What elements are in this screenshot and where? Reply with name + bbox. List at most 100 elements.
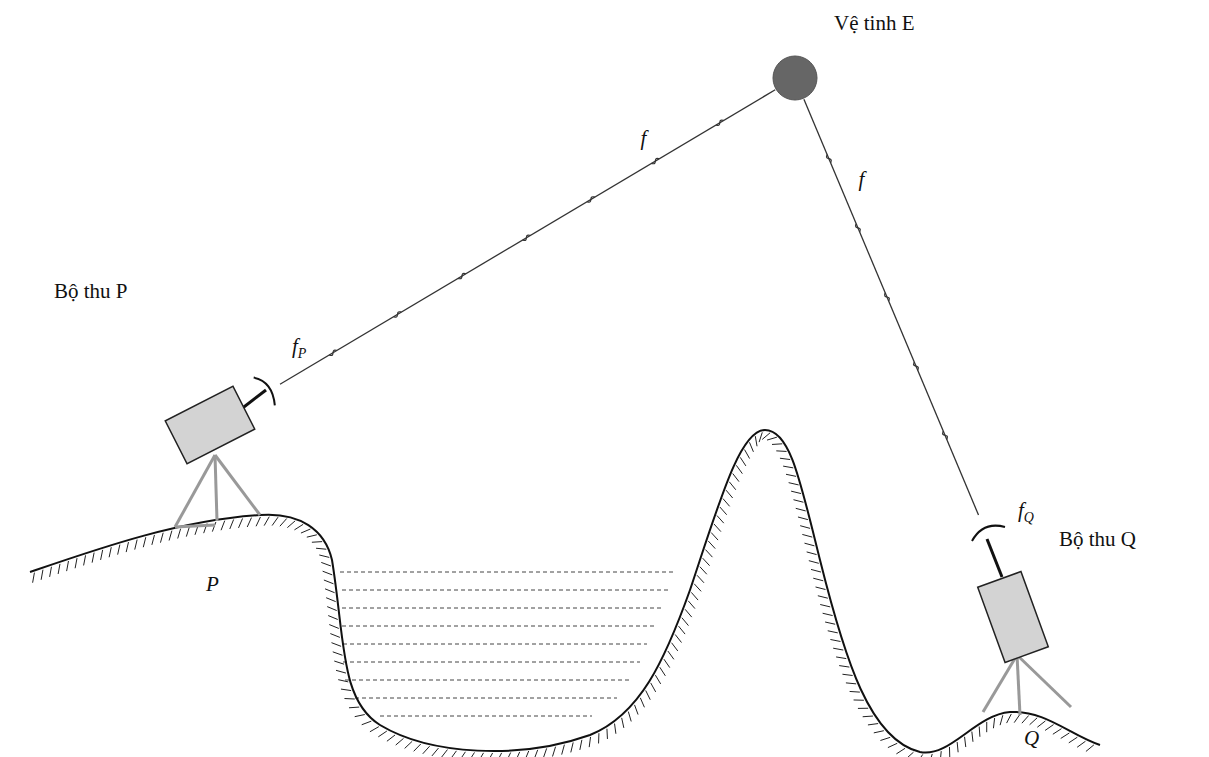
hatch-stroke	[247, 518, 251, 527]
hatch-stroke	[957, 742, 959, 752]
hatch-stroke	[717, 515, 724, 523]
hatch-stroke	[729, 482, 736, 490]
hatch-stroke	[396, 738, 404, 745]
hatch-stroke	[334, 661, 344, 664]
hatch-stroke	[378, 731, 387, 737]
hatch-stroke	[622, 718, 624, 728]
hatch-stroke	[800, 526, 810, 529]
frequency-label: fQ	[1018, 500, 1034, 521]
hatch-stroke	[759, 432, 762, 442]
hatch-stroke	[685, 609, 692, 617]
hatch-stroke	[755, 436, 757, 446]
hatch-stroke	[664, 659, 670, 667]
hatch-stroke	[635, 705, 639, 715]
hatch-stroke	[929, 754, 932, 757]
hatch-stroke	[813, 578, 823, 581]
point-label: P	[206, 574, 219, 595]
hatch-stroke	[646, 690, 651, 699]
receiver-label: Bộ thu Q	[1059, 527, 1136, 552]
hatch-stroke	[783, 466, 793, 468]
hatch-stroke	[679, 626, 685, 634]
hatch-stroke	[726, 490, 733, 498]
hatch-stroke	[767, 437, 777, 440]
hatch-stroke	[776, 450, 786, 452]
hatch-stroke	[553, 747, 556, 757]
hatch-stroke	[441, 750, 447, 757]
hatch-stroke	[280, 519, 287, 527]
hatch-stroke	[651, 683, 656, 692]
hatch-stroke	[325, 589, 335, 593]
hatch-stroke	[118, 545, 120, 555]
hatch-stroke	[230, 519, 234, 529]
hatch-stroke	[75, 558, 77, 568]
hatch-stroke	[789, 483, 799, 485]
hatch-stroke	[986, 722, 987, 732]
hatch-stroke	[791, 491, 801, 493]
wave-mark	[523, 235, 531, 240]
hatch-stroke	[543, 748, 546, 757]
hatch-stroke	[333, 652, 343, 655]
frequency-label: f	[640, 128, 646, 149]
hatch-stroke	[256, 517, 260, 526]
hatch-stroke	[842, 674, 852, 675]
hatch-stroke	[338, 680, 348, 682]
hatch-stroke	[714, 524, 721, 532]
hatch-stroke	[762, 433, 770, 440]
hatch-stroke	[868, 724, 878, 725]
hatch-stroke	[67, 561, 69, 571]
hatch-stroke	[786, 474, 796, 476]
receiver-p: Bộ thu P	[160, 375, 280, 465]
hatch-stroke	[703, 558, 710, 566]
hatch-stroke	[460, 752, 466, 757]
hatch-stroke	[740, 457, 746, 466]
hatch-stroke	[993, 718, 994, 728]
hatch-stroke	[341, 689, 351, 690]
hatch-stroke	[323, 571, 333, 575]
receiver-p-drawing	[160, 375, 280, 465]
hatch-stroke	[1007, 714, 1012, 723]
hatch-stroke	[497, 753, 502, 757]
hatch-stroke	[745, 450, 750, 459]
receiver-q: Bộ thu Q	[975, 515, 1045, 665]
hatch-stroke	[965, 737, 966, 747]
hatch-stroke	[793, 500, 803, 503]
hatch-stroke	[331, 643, 341, 647]
hatch-stroke	[780, 458, 790, 459]
hatch-stroke	[811, 569, 821, 572]
hatch-stroke	[370, 727, 379, 732]
hatch-stroke	[772, 443, 782, 445]
hatch-stroke	[414, 744, 421, 751]
hatch-stroke	[906, 752, 914, 757]
hatch-stroke	[101, 550, 103, 560]
hatch-stroke	[830, 639, 840, 641]
hatch-stroke	[326, 598, 336, 602]
hatch-stroke	[850, 691, 860, 693]
wave-mark	[329, 350, 337, 355]
hatch-stroke	[330, 634, 340, 638]
hatch-stroke	[675, 634, 681, 642]
hatch-stroke	[525, 751, 529, 757]
hatch-stroke	[534, 750, 538, 757]
hatch-stroke	[880, 737, 890, 740]
hatch-stroke	[854, 699, 864, 700]
hatch-stroke	[50, 567, 52, 577]
hatch-stroke	[160, 533, 163, 543]
hatch-stroke	[1000, 715, 1003, 725]
hatch-stroke	[327, 607, 337, 611]
receiver-label: Vệ tinh E	[834, 11, 914, 36]
hatch-stroke	[469, 752, 475, 757]
hatch-stroke	[506, 753, 510, 757]
hatch-stroke	[423, 746, 430, 754]
satellite-body	[773, 56, 817, 100]
hatch-stroke	[807, 552, 817, 555]
hatch-stroke	[796, 508, 806, 511]
hatch-stroke	[888, 743, 897, 747]
wave-mark	[587, 197, 595, 202]
hatch-stroke	[294, 524, 303, 530]
hatch-stroke	[846, 682, 856, 684]
hatch-stroke	[598, 733, 599, 743]
lake-water	[340, 572, 675, 716]
hatch-stroke	[825, 622, 835, 624]
hatch-stroke	[355, 715, 365, 717]
